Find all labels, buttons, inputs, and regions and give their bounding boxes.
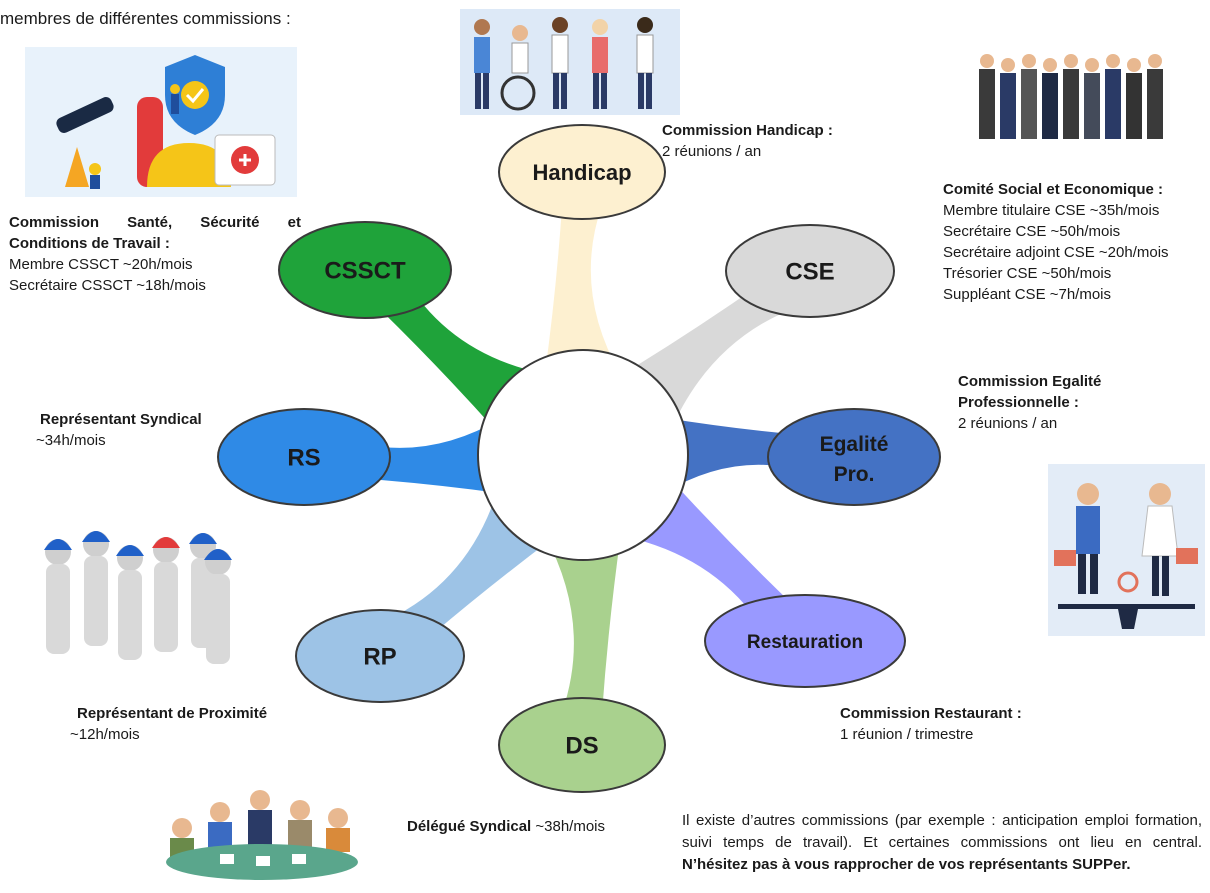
person-body xyxy=(1126,73,1142,139)
bottom-note: Il existe d’autres commissions (par exem… xyxy=(682,810,1202,876)
person-body xyxy=(1042,73,1058,139)
restauration-line: 1 réunion / trimestre xyxy=(840,726,974,743)
figure-body xyxy=(84,556,108,646)
figure-body xyxy=(154,562,178,652)
ds-description: Délégué Syndical ~38h/mois xyxy=(407,816,605,837)
cap-icon xyxy=(82,531,110,542)
person-body xyxy=(1000,73,1016,139)
cse-line: Suppléant CSE ~7h/mois xyxy=(943,286,1112,303)
capped-figures-illustration xyxy=(18,522,240,672)
rs-line: ~34h/mois xyxy=(36,432,106,449)
person-head xyxy=(1127,58,1141,72)
restauration-node-label: Restauration xyxy=(747,632,863,653)
rp-description: Représentant de Proximité ~12h/mois xyxy=(70,703,267,745)
rp-title: Représentant de Proximité xyxy=(77,705,268,722)
cse-node xyxy=(725,224,895,318)
person-head xyxy=(1001,58,1015,72)
rs-node-label: RS xyxy=(287,445,320,472)
rp-node-label: RP xyxy=(363,644,396,671)
cse-line: Secrétaire CSE ~50h/mois xyxy=(943,223,1121,240)
rs-title: Représentant Syndical xyxy=(40,411,202,428)
egalite-node-label: Egalité xyxy=(820,433,889,456)
cssct-line: Membre CSSCT ~20h/mois xyxy=(9,256,193,273)
hub-circle xyxy=(477,349,689,561)
cap-icon xyxy=(116,545,144,556)
egalite-title: Commission Egalité xyxy=(958,373,1102,390)
cap-icon xyxy=(152,537,180,548)
restauration-node xyxy=(704,594,906,688)
person-body xyxy=(1105,69,1121,139)
workers-safety-illustration xyxy=(25,47,297,197)
handicap-node-label: Handicap xyxy=(532,160,631,185)
cssct-node-label: CSSCT xyxy=(324,258,406,285)
rp-line: ~12h/mois xyxy=(70,726,140,743)
egalite-node xyxy=(767,408,941,506)
egalite-title: Professionnelle : xyxy=(958,394,1079,411)
person-body xyxy=(1084,73,1100,139)
person-head xyxy=(1064,54,1078,68)
cse-description: Comité Social et Economique : Membre tit… xyxy=(943,179,1169,305)
person-body xyxy=(1147,69,1163,139)
intro-text: membres de différentes commissions : xyxy=(0,9,291,28)
handicap-branch xyxy=(544,204,621,376)
cse-line: Membre titulaire CSE ~35h/mois xyxy=(943,202,1160,219)
cssct-node xyxy=(278,221,452,319)
figure-body xyxy=(118,570,142,660)
business-team-illustration xyxy=(975,47,1175,147)
person-head xyxy=(1085,58,1099,72)
egalite-description: Commission Egalité Professionnelle : 2 r… xyxy=(958,371,1101,434)
gender-equality-illustration xyxy=(1048,464,1205,636)
ds-node-label: DS xyxy=(565,733,598,760)
person-head xyxy=(1043,58,1057,72)
person-body xyxy=(979,69,995,139)
cssct-line: Secrétaire CSSCT ~18h/mois xyxy=(9,277,206,294)
ds-node xyxy=(498,697,666,793)
cap-icon xyxy=(189,533,217,544)
rs-description: Représentant Syndical ~34h/mois xyxy=(36,409,202,451)
cse-title: Comité Social et Economique : xyxy=(943,181,1164,198)
cse-line: Secrétaire adjoint CSE ~20h/mois xyxy=(943,244,1169,261)
cse-line: Trésorier CSE ~50h/mois xyxy=(943,265,1112,282)
person-body xyxy=(1021,69,1037,139)
figure-body xyxy=(46,564,70,654)
meeting-table-illustration xyxy=(160,778,365,882)
handicap-line: 2 réunions / an xyxy=(662,143,762,160)
rp-node xyxy=(295,609,465,703)
handicap-description: Commission Handicap : 2 réunions / an xyxy=(662,120,833,162)
cssct-description: Commission Santé, Sécurité et Conditions… xyxy=(9,212,301,296)
person-head xyxy=(1106,54,1120,68)
egalite-node-label: Pro. xyxy=(834,463,875,486)
note-text: Il existe d’autres commissions (par exem… xyxy=(682,812,1202,851)
person-head xyxy=(1148,54,1162,68)
ds-branch xyxy=(544,534,621,713)
ds-title: Délégué Syndical xyxy=(407,818,532,835)
person-head xyxy=(980,54,994,68)
restauration-title: Commission Restaurant : xyxy=(840,705,1022,722)
handicap-title: Commission Handicap : xyxy=(662,122,833,139)
cssct-title: Commission Santé, Sécurité et xyxy=(9,214,301,231)
note-bold: N’hésitez pas à vous rapprocher de vos r… xyxy=(682,856,1131,873)
diverse-people-illustration xyxy=(460,9,680,115)
cssct-title: Conditions de Travail : xyxy=(9,235,170,252)
cse-node-label: CSE xyxy=(785,259,834,286)
person-body xyxy=(1063,69,1079,139)
ds-value: ~38h/mois xyxy=(531,818,606,835)
rs-node xyxy=(217,408,391,506)
person-head xyxy=(1022,54,1036,68)
restauration-description: Commission Restaurant : 1 réunion / trim… xyxy=(840,703,1022,745)
figure-body xyxy=(206,574,230,664)
cap-icon xyxy=(204,549,232,560)
cap-icon xyxy=(44,539,72,550)
egalite-line: 2 réunions / an xyxy=(958,415,1058,432)
handicap-node xyxy=(498,124,666,220)
